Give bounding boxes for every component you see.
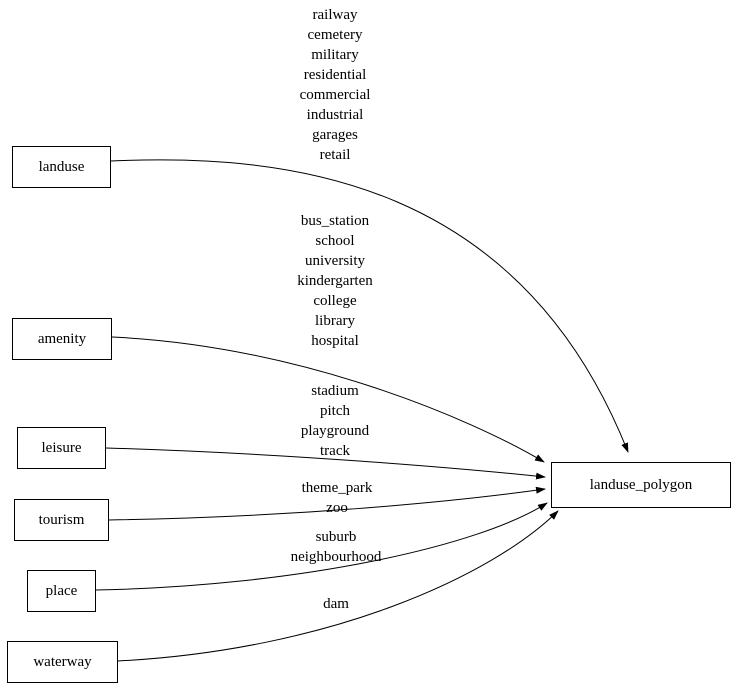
edge-label-leisure-values: stadium pitch playground track <box>300 383 370 459</box>
node-leisure: leisure <box>17 427 106 469</box>
edge-leisure-to-landuse-polygon <box>105 447 546 480</box>
edge-label-tourism-values: theme_park zoo <box>301 480 373 516</box>
node-place: place <box>27 570 96 612</box>
edge-amenity-to-landuse-polygon <box>111 336 545 463</box>
node-amenity-label: amenity <box>37 330 87 347</box>
node-waterway-label: waterway <box>33 653 92 670</box>
node-waterway: waterway <box>7 641 118 683</box>
edge-label-place-values: suburb neighbourhood <box>290 529 382 565</box>
edge-label-landuse-values: railway cemetery military residential co… <box>299 7 371 163</box>
node-landuse-polygon: landuse_polygon <box>551 462 731 508</box>
node-tourism-label: tourism <box>38 511 85 528</box>
edge-label-waterway-values: dam <box>323 596 349 612</box>
node-landuse-label: landuse <box>38 158 85 175</box>
edge-place-to-landuse-polygon <box>95 502 548 591</box>
edge-tourism-to-landuse-polygon <box>108 486 546 521</box>
edge-label-amenity-values: bus_station school university kindergart… <box>297 213 373 349</box>
node-tourism: tourism <box>14 499 109 541</box>
node-landuse-polygon-label: landuse_polygon <box>589 476 693 493</box>
edge-landuse-to-landuse-polygon <box>110 159 629 453</box>
edge-waterway-to-landuse-polygon <box>117 510 559 662</box>
node-landuse: landuse <box>12 146 111 188</box>
node-leisure-label: leisure <box>41 439 82 456</box>
node-place-label: place <box>45 582 78 599</box>
node-amenity: amenity <box>12 318 112 360</box>
